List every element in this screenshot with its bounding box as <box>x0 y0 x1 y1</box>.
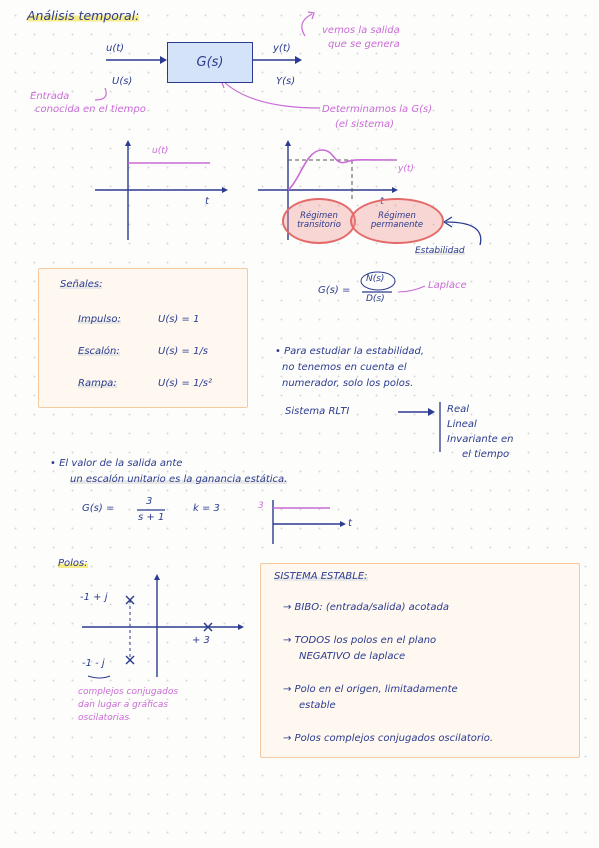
pointer-determinamos <box>221 79 321 109</box>
note-determinamos-1: Determinamos la G(s) <box>322 104 433 115</box>
rlti-label: Sistema RLTI <box>285 406 350 417</box>
ganancia-line-2: un escalón unitario es la ganancia estát… <box>70 474 288 485</box>
rlti-item-lineal: Lineal <box>447 419 477 430</box>
estable-item-polos-cont: NEGATIVO de laplace <box>299 651 406 662</box>
right-graph-label: y(t) <box>398 164 414 174</box>
regimen-permanente-label: Régimen permanente <box>370 210 424 230</box>
senales-title: Señales: <box>60 279 103 290</box>
ganancia-denominator: s + 1 <box>138 512 165 523</box>
pole-marker-upper <box>125 595 135 605</box>
right-graph-response-curve <box>287 149 397 191</box>
pole-label-upper: -1 + j <box>80 592 108 603</box>
transfer-block: G(s) <box>167 42 253 83</box>
estabilidad-note-line-3: numerador, solo los polos. <box>282 378 414 389</box>
regimen-transitorio-oval: Régimen transitorio <box>282 198 356 244</box>
input-u-t: u(t) <box>106 43 125 54</box>
estable-item-bibo: → BIBO: (entrada/salida) acotada <box>283 602 449 613</box>
note-vemos-2: que se genera <box>328 39 400 50</box>
transfer-block-label: G(s) <box>196 55 224 70</box>
ganancia-gs: G(s) = <box>82 503 115 514</box>
laplace-label: Laplace <box>428 280 467 291</box>
ganancia-k: k = 3 <box>193 503 220 514</box>
output-y-t: y(t) <box>273 43 291 54</box>
pole-label-lower: -1 - j <box>82 658 105 669</box>
pointer-vemos <box>301 13 313 37</box>
output-arrowhead <box>295 56 302 64</box>
senales-box <box>38 268 248 408</box>
input-u-s: U(s) <box>112 76 133 87</box>
step-graph-value: 3 <box>258 501 264 511</box>
note-entrada-1: Entrada <box>30 91 70 102</box>
senal-impulso-name: Impulso: <box>78 314 121 325</box>
left-graph-label: u(t) <box>152 146 169 156</box>
ganancia-line-1: • El valor de la salida ante <box>50 458 183 469</box>
pole-marker-lower <box>125 655 135 665</box>
step-graph-t-label: t <box>348 518 352 529</box>
senal-rampa-expr: U(s) = 1/s² <box>158 378 213 389</box>
estable-item-origen: → Polo en el origen, limitadamente <box>283 684 458 695</box>
sistema-estable-title: SISTEMA ESTABLE: <box>274 571 368 582</box>
input-arrowhead <box>160 56 167 64</box>
regimen-permanente-oval: Régimen permanente <box>350 198 444 244</box>
estabilidad-arrow <box>445 221 482 246</box>
regimen-transitorio-label: Régimen transitorio <box>297 210 341 230</box>
senal-rampa-name: Rampa: <box>78 378 117 389</box>
note-vemos-1: vemos la salida <box>322 25 400 36</box>
laplace-pointer <box>397 285 426 293</box>
pole-label-right: + 3 <box>192 635 210 646</box>
senal-escalon-expr: U(s) = 1/s <box>158 346 209 357</box>
estable-item-complejos: → Polos complejos conjugados oscilatorio… <box>283 733 494 744</box>
estabilidad-note-line-2: no tenemos en cuenta el <box>282 362 407 373</box>
estable-item-polos: → TODOS los polos en el plano <box>283 635 437 646</box>
senal-escalon-name: Escalón: <box>78 346 120 357</box>
rlti-item-invariante: Invariante en <box>447 434 514 445</box>
pole-marker-right <box>203 622 213 632</box>
polos-title: Polos: <box>58 558 88 569</box>
transfer-numerator: N(s) <box>366 274 385 284</box>
note-entrada-2: conocida en el tiempo <box>35 104 146 115</box>
note-determinamos-2: (el sistema) <box>335 119 395 130</box>
rlti-item-tiempo: el tiempo <box>462 449 510 460</box>
transfer-lhs: G(s) = <box>318 285 351 296</box>
left-graph-t-label: t <box>205 196 209 207</box>
rlti-item-real: Real <box>447 404 470 415</box>
numerator-circle <box>360 271 396 291</box>
pointer-entrada <box>94 87 107 101</box>
estable-item-origen-cont: estable <box>299 700 336 711</box>
estabilidad-label: Estabilidad <box>415 246 465 256</box>
polos-note-3: oscilatorias <box>78 713 130 723</box>
ganancia-numerator: 3 <box>146 496 153 507</box>
polos-note-2: dan lugar a gráficas <box>78 700 169 710</box>
page-title: Análisis temporal: <box>27 8 140 23</box>
sistema-estable-box <box>260 563 580 758</box>
polos-note-1: complejos conjugados <box>78 687 179 697</box>
output-y-s: Y(s) <box>276 76 296 87</box>
transfer-denominator: D(s) <box>366 294 385 304</box>
estabilidad-note-line-1: • Para estudiar la estabilidad, <box>275 346 424 357</box>
senal-impulso-expr: U(s) = 1 <box>158 314 200 325</box>
